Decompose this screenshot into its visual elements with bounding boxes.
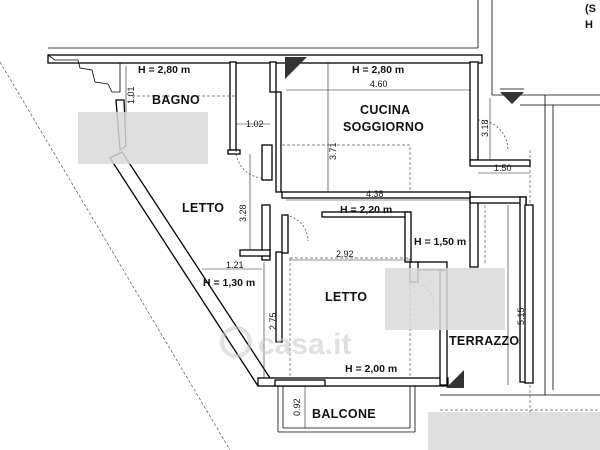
- blur-patch-1: [78, 112, 208, 164]
- room-label-bagno: BAGNO: [152, 93, 200, 107]
- room-label-cucina: CUCINA: [360, 103, 410, 117]
- room-label-balcone: BALCONE: [312, 407, 376, 421]
- dim-438: 4.38: [366, 189, 384, 199]
- blur-patch-3: [428, 412, 600, 450]
- dim-460: 4.60: [370, 79, 388, 89]
- dim-150: 1.50: [494, 163, 512, 173]
- balcone-outline: [277, 386, 416, 433]
- room-label-letto-1: LETTO: [182, 201, 224, 215]
- shaft-symbols: [285, 57, 524, 388]
- dim-102: 1.02: [246, 119, 264, 129]
- blur-patch-2: [385, 268, 505, 330]
- height-label-cucina: H = 2,80 m: [352, 64, 404, 76]
- room-label-soggiorno: SOGGIORNO: [343, 120, 424, 134]
- height-label-letto-2: H = 2,00 m: [345, 363, 397, 375]
- dimension-lines: [125, 62, 530, 428]
- corner-text-bottom: H: [585, 19, 593, 31]
- height-label-bagno: H = 2,80 m: [138, 64, 190, 76]
- shaft-triangle-icon: [285, 57, 307, 79]
- corner-text-top: (S: [585, 3, 596, 15]
- room-label-letto-2: LETTO: [325, 290, 367, 304]
- dim-328: 3.28: [238, 204, 248, 222]
- height-label-corridoio: H = 2,20 m: [340, 204, 392, 216]
- dim-101: 1.01: [126, 86, 136, 104]
- watermark: casa.it: [220, 326, 351, 361]
- dashed-zones: [132, 95, 486, 378]
- dim-275: 2.75: [268, 312, 278, 330]
- watermark-text: casa.it: [258, 328, 351, 361]
- blurred-areas: [78, 112, 600, 450]
- dim-292: 2.92: [336, 249, 354, 259]
- height-label-terrazzo: H = 1,50 m: [414, 236, 466, 248]
- dim-515: 5.15: [516, 307, 526, 325]
- height-label-letto-1: H = 1,30 m: [203, 277, 255, 289]
- dim-121: 1.21: [226, 260, 244, 270]
- stair-arrow-icon: [500, 92, 524, 104]
- dim-371: 3.71: [328, 142, 338, 160]
- room-label-terrazzo: TERRAZZO: [449, 334, 519, 348]
- watermark-logo-icon: [220, 326, 252, 358]
- dim-092: 0.92: [292, 398, 302, 416]
- corner-shaft-icon: [446, 370, 464, 388]
- dim-318: 3.18: [480, 119, 490, 137]
